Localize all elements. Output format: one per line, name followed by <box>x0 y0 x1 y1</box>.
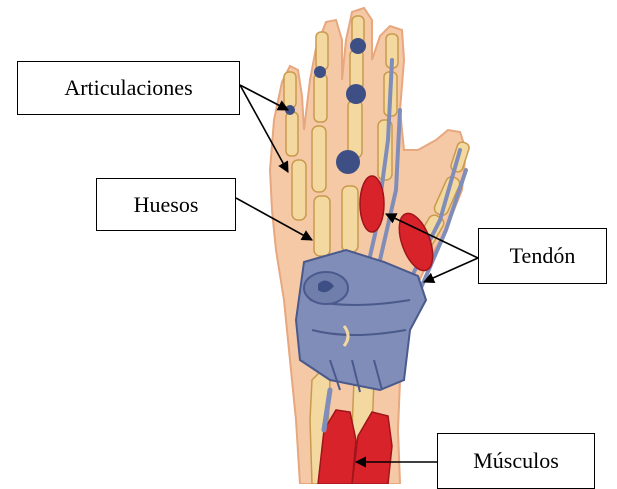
wrist-ligaments <box>296 250 426 392</box>
label-articulaciones: Articulaciones <box>17 61 240 115</box>
label-musculos: Músculos <box>437 433 595 489</box>
label-tendon: Tendón <box>478 228 607 284</box>
label-huesos: Huesos <box>96 178 236 231</box>
